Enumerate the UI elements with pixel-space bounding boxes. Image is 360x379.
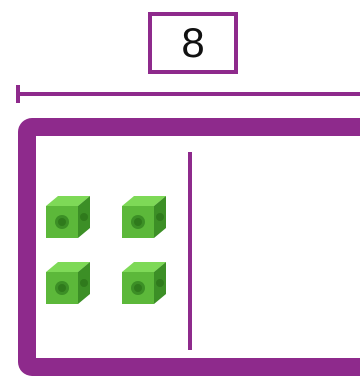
cube-icon bbox=[118, 256, 174, 308]
cube-icon bbox=[42, 190, 98, 242]
frame-divider bbox=[188, 152, 192, 350]
whole-number: 8 bbox=[181, 22, 204, 64]
cube-icon bbox=[42, 256, 98, 308]
measure-bar bbox=[16, 92, 360, 96]
whole-number-box: 8 bbox=[148, 12, 238, 74]
cube-icon bbox=[118, 190, 174, 242]
